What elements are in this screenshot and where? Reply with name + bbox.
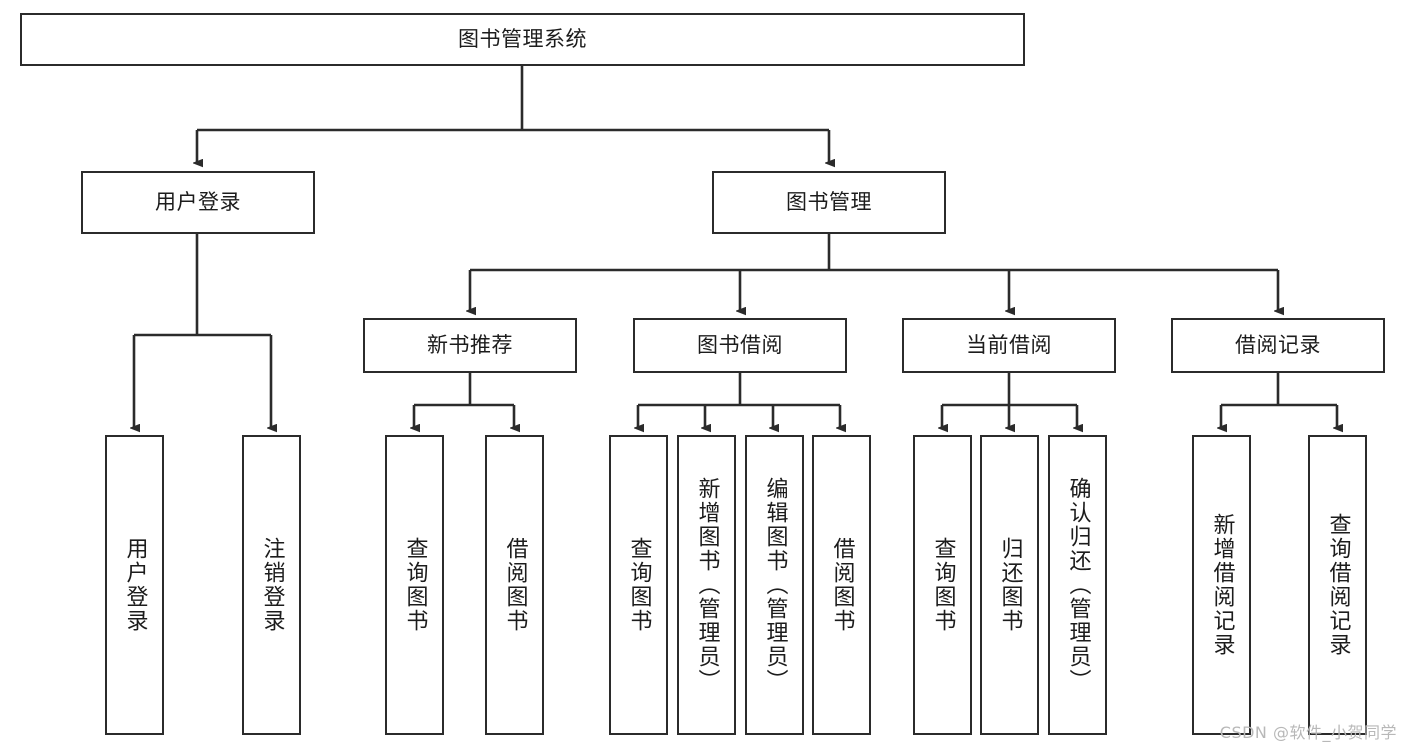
node-label: 图书管理 xyxy=(786,190,872,214)
node-borrow-record[interactable]: 借阅记录 xyxy=(1171,318,1385,373)
csdn-watermark: CSDN @软件_小贺同学 xyxy=(1219,723,1397,742)
leaf-query-book-current[interactable]: 查询图书 xyxy=(913,435,972,735)
node-root-system[interactable]: 图书管理系统 xyxy=(20,13,1025,66)
leaf-add-book-admin[interactable]: 新增图书（管理员） xyxy=(677,435,736,735)
leaf-return-book[interactable]: 归还图书 xyxy=(980,435,1039,735)
node-label: 查询图书 xyxy=(930,537,956,633)
node-label: 新书推荐 xyxy=(427,333,513,357)
node-label: 归还图书 xyxy=(997,537,1023,633)
leaf-query-borrow-record[interactable]: 查询借阅记录 xyxy=(1308,435,1367,735)
node-label: 借阅记录 xyxy=(1235,333,1321,357)
node-label: 查询借阅记录 xyxy=(1325,513,1351,657)
leaf-edit-book-admin[interactable]: 编辑图书（管理员） xyxy=(745,435,804,735)
node-label: 借阅图书 xyxy=(502,537,528,633)
leaf-user-login[interactable]: 用户登录 xyxy=(105,435,164,735)
node-label: 图书借阅 xyxy=(697,333,783,357)
node-label: 用户登录 xyxy=(122,537,148,633)
node-label: 当前借阅 xyxy=(966,333,1052,357)
node-label: 新增图书（管理员） xyxy=(694,477,720,693)
leaf-confirm-return-admin[interactable]: 确认归还（管理员） xyxy=(1048,435,1107,735)
leaf-borrow-book[interactable]: 借阅图书 xyxy=(812,435,871,735)
node-label: 新增借阅记录 xyxy=(1209,513,1235,657)
node-label: 用户登录 xyxy=(155,190,241,214)
node-label: 查询图书 xyxy=(402,537,428,633)
leaf-query-book-recommend[interactable]: 查询图书 xyxy=(385,435,444,735)
leaf-query-book-borrow[interactable]: 查询图书 xyxy=(609,435,668,735)
leaf-add-borrow-record[interactable]: 新增借阅记录 xyxy=(1192,435,1251,735)
node-user-login[interactable]: 用户登录 xyxy=(81,171,315,234)
node-label: 编辑图书（管理员） xyxy=(762,477,788,693)
node-label: 注销登录 xyxy=(259,537,285,633)
node-label: 借阅图书 xyxy=(829,537,855,633)
node-new-book-recommend[interactable]: 新书推荐 xyxy=(363,318,577,373)
leaf-borrow-book-recommend[interactable]: 借阅图书 xyxy=(485,435,544,735)
node-book-management[interactable]: 图书管理 xyxy=(712,171,946,234)
node-label: 查询图书 xyxy=(626,537,652,633)
node-label: 图书管理系统 xyxy=(458,27,587,51)
leaf-logout[interactable]: 注销登录 xyxy=(242,435,301,735)
node-label: 确认归还（管理员） xyxy=(1065,477,1091,693)
node-book-borrow[interactable]: 图书借阅 xyxy=(633,318,847,373)
node-current-borrow[interactable]: 当前借阅 xyxy=(902,318,1116,373)
